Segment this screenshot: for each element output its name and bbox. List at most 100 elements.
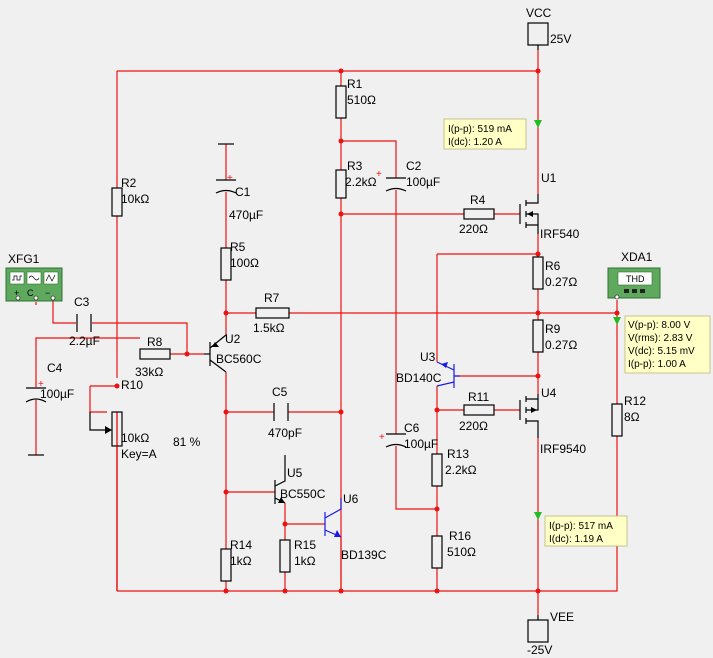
- probe-top[interactable]: I(p-p): 519 mA I(dc): 1.20 A: [443, 118, 542, 150]
- c3-value: 2.2µF: [69, 334, 100, 348]
- distortion-analyzer-xda1[interactable]: XDA1 THD: [607, 250, 661, 300]
- vee-supply[interactable]: VEE -25V: [527, 610, 574, 657]
- resistor-r1[interactable]: R1 510Ω: [335, 77, 376, 119]
- r10-percent: 81 %: [173, 435, 201, 449]
- vcc-value: 25V: [550, 32, 571, 46]
- probe-bottom-line: I(dc): 1.19 A: [549, 534, 603, 545]
- r14-ref: R14: [230, 538, 252, 552]
- svg-text:+: +: [227, 173, 233, 184]
- square-wave-icon: [12, 275, 22, 281]
- c5-ref: C5: [272, 385, 288, 399]
- r10-value: 10kΩ: [121, 431, 149, 445]
- r11-value: 220Ω: [459, 419, 488, 433]
- probe-bottom-line: I(p-p): 517 mA: [549, 521, 613, 532]
- probe-bottom[interactable]: I(p-p): 517 mA I(dc): 1.19 A: [534, 512, 628, 547]
- r12-value: 8Ω: [624, 410, 640, 424]
- c4-value: 100µF: [40, 387, 74, 401]
- xfg1-ref: XFG1: [8, 252, 40, 266]
- r9-value: 0.27Ω: [545, 338, 577, 352]
- r13-ref: R13: [447, 447, 469, 461]
- capacitor-c4[interactable]: + C4 100µF: [25, 355, 74, 456]
- r1-ref: R1: [347, 77, 363, 91]
- r1-value: 510Ω: [347, 93, 376, 107]
- capacitor-c5[interactable]: C5 470pF: [268, 385, 302, 440]
- resistor-r13[interactable]: R13 2.2kΩ: [431, 447, 477, 487]
- c5-value: 470pF: [268, 426, 302, 440]
- resistor-r3[interactable]: R3 2.2kΩ: [335, 159, 377, 199]
- capacitor-c1[interactable]: + C1 470µF: [215, 143, 263, 222]
- resistor-r7[interactable]: R7 1.5kΩ: [253, 291, 290, 335]
- r14-value: 1kΩ: [230, 554, 252, 568]
- c1-ref: C1: [235, 185, 251, 199]
- resistor-r12[interactable]: R12 8Ω: [611, 394, 646, 437]
- resistor-r6[interactable]: R6 0.27Ω: [532, 256, 577, 290]
- svg-text:+: +: [38, 379, 44, 390]
- probe-top-line: I(dc): 1.20 A: [448, 137, 502, 148]
- u4-part: IRF9540: [540, 442, 586, 456]
- resistor-r14[interactable]: R14 1kΩ: [220, 538, 252, 582]
- transistor-u5[interactable]: U5 BC550C: [274, 455, 326, 504]
- c6-ref: C6: [404, 421, 420, 435]
- vee-value: -25V: [527, 643, 552, 657]
- r2-ref: R2: [121, 176, 137, 190]
- triangle-wave-icon: [45, 274, 56, 282]
- r7-value: 1.5kΩ: [253, 321, 285, 335]
- u2-part: BC560C: [216, 352, 262, 366]
- resistor-r9[interactable]: R9 0.27Ω: [532, 319, 577, 353]
- c2-ref: C2: [406, 159, 422, 173]
- c4-ref: C4: [47, 361, 63, 375]
- probe-arrow-icon: [534, 120, 542, 128]
- r4-ref: R4: [470, 193, 486, 207]
- capacitor-c6[interactable]: + C6 100µF: [379, 421, 438, 451]
- xda1-screen: THD: [626, 274, 645, 284]
- capacitor-c3[interactable]: C3 2.2µF: [69, 295, 100, 348]
- r5-ref: R5: [230, 240, 246, 254]
- r6-value: 0.27Ω: [545, 275, 577, 289]
- r6-ref: R6: [545, 259, 561, 273]
- probe-output-line: V(dc): 5.15 mV: [628, 346, 695, 357]
- probe-top-line: I(p-p): 519 mA: [448, 124, 512, 135]
- r15-value: 1kΩ: [294, 554, 316, 568]
- transistor-u3[interactable]: U3 BD140C: [396, 350, 460, 388]
- r11-ref: R11: [468, 390, 489, 404]
- probe-arrow-icon: [613, 317, 621, 325]
- r8-ref: R8: [147, 335, 163, 349]
- capacitor-c2[interactable]: + C2 100µF: [376, 159, 440, 192]
- svg-text:−: −: [45, 288, 50, 298]
- resistor-r4[interactable]: R4 220Ω: [459, 193, 495, 236]
- r10-ref: R10: [121, 378, 143, 392]
- mosfet-u1[interactable]: U1 IRF540: [519, 171, 580, 241]
- r12-ref: R12: [624, 394, 646, 408]
- mosfet-u4[interactable]: U4 IRF9540: [519, 386, 586, 456]
- u2-ref: U2: [225, 332, 241, 346]
- c3-ref: C3: [74, 295, 90, 309]
- resistor-r15[interactable]: R15 1kΩ: [279, 538, 316, 573]
- vcc-supply[interactable]: VCC 25V: [526, 6, 571, 50]
- c1-value: 470µF: [229, 208, 263, 222]
- r4-value: 220Ω: [459, 222, 488, 236]
- resistor-r16[interactable]: R16 510Ω: [431, 529, 476, 569]
- c6-value: 100µF: [404, 437, 438, 451]
- r3-ref: R3: [347, 159, 363, 173]
- r16-value: 510Ω: [447, 545, 476, 559]
- transistor-u2[interactable]: U2 BC560C: [204, 332, 262, 373]
- resistor-r11[interactable]: R11 220Ω: [459, 390, 495, 433]
- transistor-u6[interactable]: U6 BD139C: [324, 492, 387, 562]
- u6-ref: U6: [343, 492, 359, 506]
- resistor-r8[interactable]: R8 33kΩ: [135, 335, 171, 379]
- probe-output-line: V(p-p): 8.00 V: [628, 320, 691, 331]
- function-generator-xfg1[interactable]: XFG1 + C −: [5, 252, 63, 302]
- potentiometer-r10[interactable]: R10 10kΩ Key=A 81 %: [89, 378, 201, 591]
- resistor-r5[interactable]: R5 100Ω: [220, 240, 259, 281]
- u3-part: BD140C: [396, 371, 442, 385]
- svg-text:+: +: [14, 288, 19, 298]
- svg-text:+: +: [379, 432, 385, 443]
- probe-output[interactable]: V(p-p): 8.00 V V(rms): 2.83 V V(dc): 5.1…: [613, 315, 711, 374]
- svg-text:+: +: [376, 169, 382, 180]
- r2-value: 10kΩ: [121, 192, 149, 206]
- svg-text:C: C: [27, 288, 34, 298]
- resistor-r2[interactable]: R2 10kΩ: [111, 176, 149, 217]
- u5-part: BC550C: [280, 487, 326, 501]
- u6-part: BD139C: [341, 548, 387, 562]
- vcc-label: VCC: [526, 6, 552, 20]
